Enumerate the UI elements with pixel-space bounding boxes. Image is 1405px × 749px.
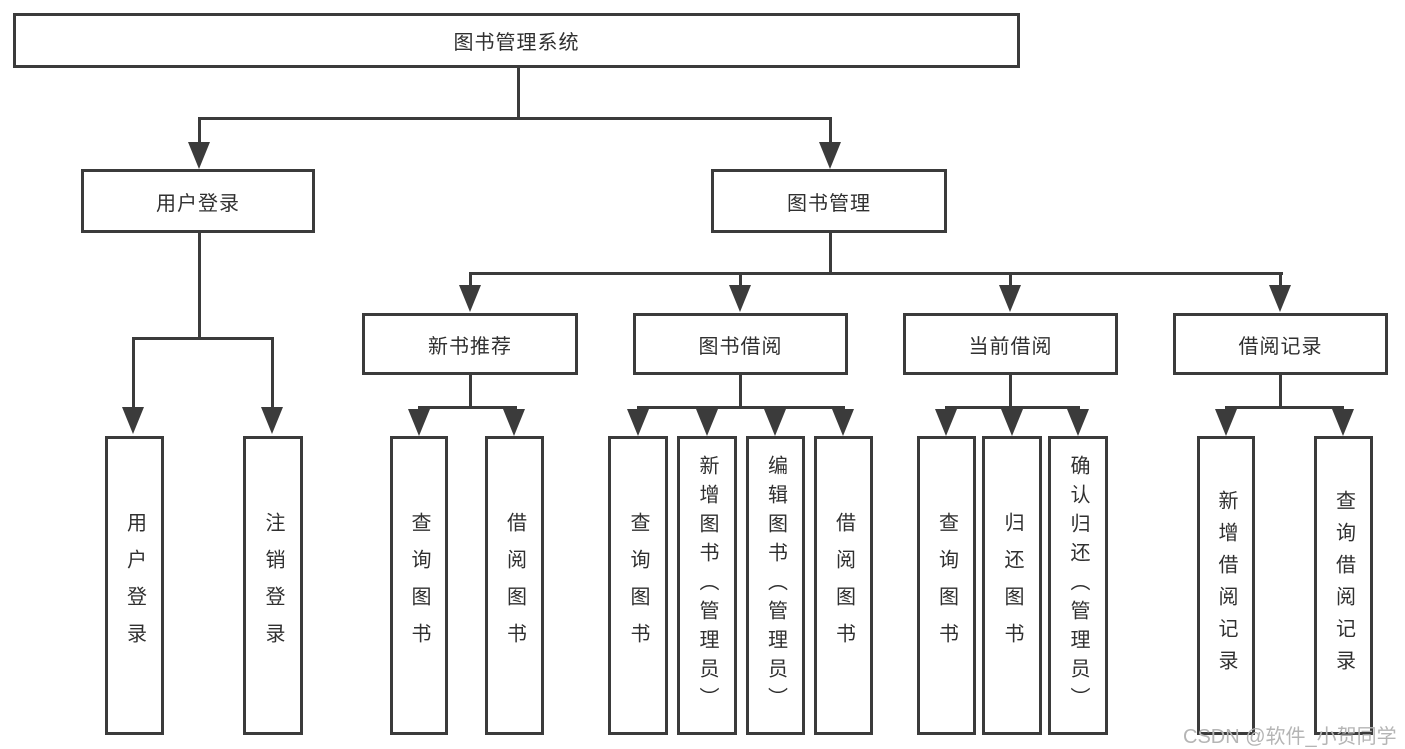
arrow-down-icon [764,409,786,436]
connector-user-login-distributor [132,337,274,340]
connector-nbr-distributor [418,406,517,409]
leaf-bb-borrow-books-label: 借阅图书 [832,511,855,660]
connector-level3-drop [739,272,742,285]
csdn-watermark: CSDN @软件_小贺同学 [1183,726,1397,748]
leaf-cb-query-books-label: 查询图书 [935,511,958,660]
connector-br-stem [1279,375,1282,406]
leaf-nbr-borrow-books: 借阅图书 [485,436,544,735]
arrow-down-icon [999,285,1021,312]
arrow-down-icon [1067,409,1089,436]
leaf-nbr-query-books: 查询图书 [390,436,448,735]
connector-nbr-stem [469,375,472,406]
leaf-cb-return-books: 归还图书 [982,436,1042,735]
arrow-down-icon [188,142,210,169]
leaf-br-add-record: 新增借阅记录 [1197,436,1255,735]
leaf-bb-borrow-books: 借阅图书 [814,436,873,735]
connector-cb-stem [1009,375,1012,406]
arrow-down-icon [729,285,751,312]
node-current-borrow: 当前借阅 [903,313,1118,375]
arrow-down-icon [627,409,649,436]
arrow-down-icon [819,142,841,169]
node-book-management: 图书管理 [711,169,947,233]
arrow-down-icon [459,285,481,312]
connector-level3-drop [469,272,472,285]
arrow-down-icon [122,407,144,434]
node-user-login: 用户登录 [81,169,315,233]
connector-bb-distributor [637,406,845,409]
node-new-book-recommend: 新书推荐 [362,313,578,375]
arrow-down-icon [1215,409,1237,436]
leaf-br-query-record-label: 查询借阅记录 [1332,489,1355,682]
arrow-down-icon [503,409,525,436]
leaf-logout-label: 注销登录 [262,511,284,660]
connector-level2-distributor [198,117,832,120]
leaf-cb-confirm-return-admin-label: 确认归还（管理员） [1067,455,1089,716]
leaf-cb-query-books: 查询图书 [917,436,976,735]
leaf-bb-add-books-admin-label: 新增图书（管理员） [696,455,718,716]
arrow-down-icon [935,409,957,436]
connector-bb-stem [739,375,742,406]
connector-user-login-stem [198,233,201,337]
arrow-down-icon [1332,409,1354,436]
node-book-borrow: 图书借阅 [633,313,848,375]
leaf-user-login-label: 用户登录 [123,511,146,660]
arrow-down-icon [1001,409,1023,436]
leaf-nbr-query-books-label: 查询图书 [408,511,430,660]
leaf-logout: 注销登录 [243,436,303,735]
connector-user-login-drop [198,117,201,142]
leaf-bb-add-books-admin: 新增图书（管理员） [677,436,737,735]
leaf-bb-query-books-label: 查询图书 [627,511,649,660]
leaf-user-login: 用户登录 [105,436,164,735]
leaf-nbr-borrow-books-label: 借阅图书 [503,511,526,660]
arrow-down-icon [696,409,718,436]
node-library-management-system: 图书管理系统 [13,13,1020,68]
connector-level3-drop [1009,272,1012,285]
arrow-down-icon [261,407,283,434]
leaf-cb-return-books-label: 归还图书 [1001,511,1023,660]
connector-level3-distributor [469,272,1283,275]
leaf-bb-edit-books-admin-label: 编辑图书（管理员） [764,455,787,716]
connector-book-mgmt-stem [829,233,832,272]
leaf-cb-confirm-return-admin: 确认归还（管理员） [1048,436,1108,735]
connector-leaf-drop [271,337,274,407]
arrow-down-icon [832,409,854,436]
connector-leaf-drop [132,337,135,407]
connector-cb-distributor [945,406,1080,409]
arrow-down-icon [408,409,430,436]
leaf-br-add-record-label: 新增借阅记录 [1215,489,1237,682]
connector-root-stem [517,68,520,117]
connector-br-distributor [1225,406,1344,409]
connector-book-mgmt-drop [829,117,832,142]
leaf-bb-query-books: 查询图书 [608,436,668,735]
leaf-br-query-record: 查询借阅记录 [1314,436,1373,735]
arrow-down-icon [1269,285,1291,312]
leaf-bb-edit-books-admin: 编辑图书（管理员） [746,436,805,735]
node-borrow-records: 借阅记录 [1173,313,1388,375]
connector-level3-drop [1279,272,1282,285]
